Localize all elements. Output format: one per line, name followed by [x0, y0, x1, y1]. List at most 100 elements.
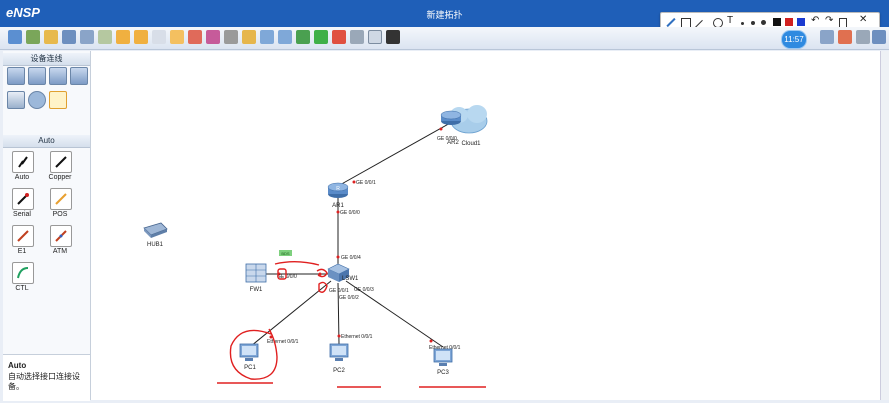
color-red-swatch[interactable] [785, 18, 793, 26]
ar1-port-ge001-label: GE 0/0/1 [356, 180, 376, 186]
undo-toolbar-icon[interactable] [116, 30, 130, 44]
copper-cable-icon[interactable] [50, 151, 72, 173]
svg-text:R: R [336, 186, 340, 192]
auto-header: Auto [3, 135, 90, 148]
save-icon[interactable] [62, 30, 76, 44]
pc2-icon[interactable] [329, 343, 349, 361]
conn-label-auto: Auto [14, 174, 30, 181]
pos-cable-icon[interactable] [50, 188, 72, 210]
grid-icon[interactable] [368, 30, 382, 44]
ar1-label: AR1 [332, 203, 344, 209]
menu-icon[interactable] [820, 30, 834, 44]
pc2-port-label: Ethernet 0/0/1 [341, 334, 373, 340]
lsw1-label: LSW1 [342, 276, 359, 282]
atm-cable-icon[interactable] [50, 225, 72, 247]
vertical-scrollbar[interactable] [880, 51, 889, 400]
window-title: 新建拓扑 [426, 10, 463, 20]
switch-category-icon[interactable] [28, 67, 46, 85]
stop-all-icon[interactable] [332, 30, 346, 44]
ar1-port-ge000-label: GE 0/0/0 [340, 210, 360, 216]
palette-icon[interactable] [242, 30, 256, 44]
description-text: 自动选择接口连接设备。 [8, 372, 80, 391]
ar2-port-label: GE 0/0/0 [437, 136, 457, 142]
sw-port-ge001-label: GE 0/0/1 [329, 288, 349, 294]
huawei-icon[interactable] [838, 30, 852, 44]
auto-link-icon[interactable] [12, 151, 34, 173]
topology-icon[interactable] [386, 30, 400, 44]
undo-icon[interactable]: ↶ [811, 15, 820, 26]
cloud-label: Cloud1 [461, 141, 481, 147]
recording-time-badge[interactable]: 11:57 [781, 30, 807, 49]
pen-icon[interactable] [666, 17, 676, 28]
port-dot [336, 255, 340, 259]
dot-small-icon[interactable] [741, 22, 744, 25]
conn-label-copper: Copper [48, 174, 72, 181]
zoom-out-icon[interactable] [278, 30, 292, 44]
description-panel: Auto 自动选择接口连接设备。 [3, 354, 90, 401]
hub-label: HUB1 [147, 242, 164, 248]
sw-port-ge004-label: GE 0/0/4 [341, 255, 361, 261]
text-tool-icon[interactable]: T [727, 15, 734, 26]
open-icon[interactable] [44, 30, 58, 44]
conn-label-ctl: CTL [15, 285, 29, 292]
router-ar1-icon[interactable]: R [327, 182, 349, 198]
port-dot [352, 180, 356, 184]
green-tag [279, 250, 292, 256]
redo-icon[interactable]: ↷ [825, 15, 834, 26]
pc3-icon[interactable] [433, 348, 453, 366]
topology-canvas[interactable]: HUB1 Cloud1 AR2 GE 0/0/0 R AR1 GE 0/0/1 … [91, 51, 880, 400]
pc3-label: PC3 [437, 370, 449, 376]
print-icon[interactable] [98, 30, 112, 44]
dot-medium-icon[interactable] [751, 21, 755, 25]
pc2-label: PC2 [333, 368, 345, 374]
new-icon[interactable] [26, 30, 40, 44]
link-ar1-ar2[interactable] [337, 121, 453, 187]
color-blue-swatch[interactable] [797, 18, 805, 26]
pc1-icon[interactable] [239, 343, 259, 361]
close-icon[interactable]: ✕ [859, 14, 868, 25]
firewall-fw1-icon[interactable] [245, 263, 267, 283]
zoom-in-icon[interactable] [260, 30, 274, 44]
port-dot [318, 272, 322, 276]
pc1-label: PC1 [244, 365, 256, 371]
connection-category-icon[interactable] [49, 91, 67, 109]
link-lsw1-pc3[interactable] [345, 280, 444, 348]
port-dot [439, 127, 443, 131]
pc-category-icon[interactable] [7, 91, 25, 109]
description-title: Auto [8, 361, 27, 370]
color-black-swatch[interactable] [773, 18, 781, 26]
serial-cable-icon[interactable] [12, 188, 34, 210]
wlan-category-icon[interactable] [49, 67, 67, 85]
link-lsw1-pc2[interactable] [337, 282, 340, 345]
app-logo: eNSP [6, 5, 40, 20]
new-topology-icon[interactable] [8, 30, 22, 44]
switch-lsw1-icon[interactable] [327, 263, 350, 282]
capture-icon[interactable] [350, 30, 364, 44]
green-tag-label: BDS [281, 251, 290, 256]
hub-device-icon[interactable] [143, 222, 168, 238]
redo-toolbar-icon[interactable] [134, 30, 148, 44]
devices-header: 设备连线 [3, 53, 90, 66]
fw-port-label: GE 0/0/0 [277, 274, 297, 280]
save-as-icon[interactable] [80, 30, 94, 44]
delete-icon[interactable] [188, 30, 202, 44]
help-icon[interactable] [872, 30, 886, 44]
pc1-port-label: Ethernet 0/0/1 [267, 339, 299, 345]
firewall-category-icon[interactable] [70, 67, 88, 85]
router-category-icon[interactable] [7, 67, 25, 85]
dot-large-icon[interactable] [761, 20, 766, 25]
ar2-label: AR2 [447, 140, 459, 146]
settings-icon[interactable] [856, 30, 870, 44]
hand-icon[interactable] [170, 30, 184, 44]
ctl-cable-icon[interactable] [12, 262, 34, 284]
select-icon[interactable] [152, 30, 166, 44]
router-ar2-icon[interactable] [440, 110, 462, 125]
text-icon[interactable] [224, 30, 238, 44]
fit-icon[interactable] [296, 30, 310, 44]
cloud-category-icon[interactable] [28, 91, 46, 109]
device-panel: 设备连线 Auto Auto Copper Serial POS E1 ATM … [3, 51, 91, 400]
delete-link-icon[interactable] [206, 30, 220, 44]
start-all-icon[interactable] [314, 30, 328, 44]
e1-cable-icon[interactable] [12, 225, 34, 247]
link-lsw1-pc1[interactable] [250, 280, 332, 347]
